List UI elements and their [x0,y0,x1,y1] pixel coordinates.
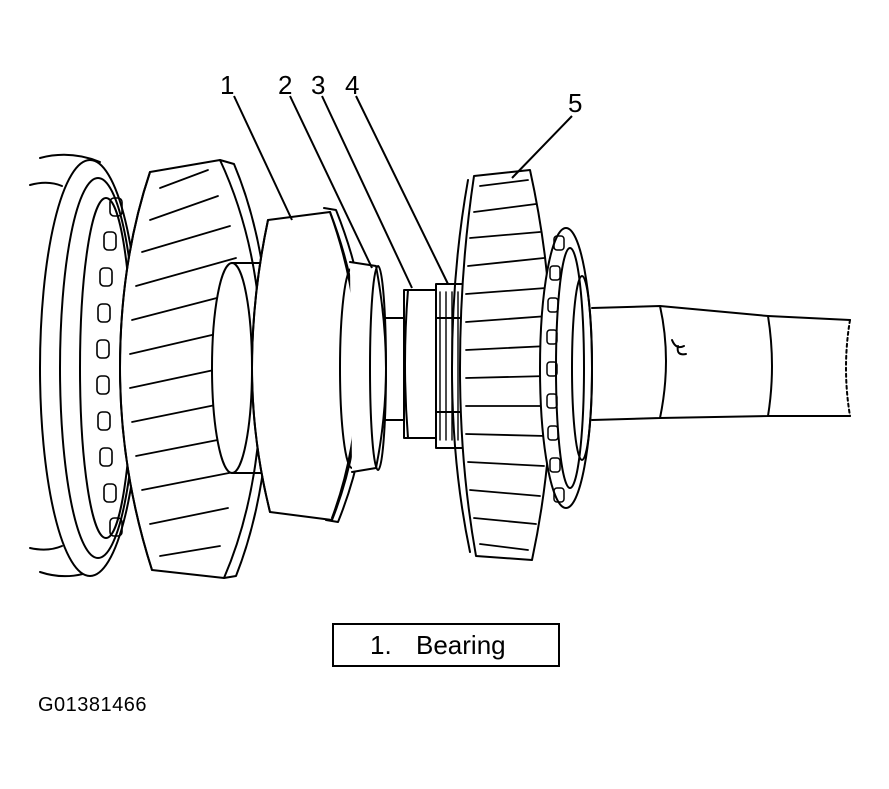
leader-line-1 [233,95,293,221]
callout-3: 3 [311,70,326,100]
output-shaft [591,305,851,421]
leader-line-3 [321,95,413,289]
leader-lines [233,95,573,289]
legend-number: 1. [370,629,392,660]
leader-line-5 [511,115,573,179]
bearing-1 [251,207,369,523]
thrust-washer-2 [349,261,387,473]
right-helical-gear-5 [451,169,553,561]
figure-id: G01381466 [38,694,148,716]
callout-1: 1 [220,70,235,100]
legend-label: Bearing [416,629,506,660]
callout-2: 2 [278,70,293,100]
shaft-segment [383,289,437,439]
legend-box: 1. Bearing [332,623,560,667]
leader-line-2 [289,95,373,269]
leader-line-4 [355,95,449,285]
left-helical-gear [119,159,271,579]
callout-4: 4 [345,70,360,100]
left-roller-cage [96,197,123,537]
callout-5: 5 [568,88,583,118]
right-roller-bearing [539,227,593,509]
